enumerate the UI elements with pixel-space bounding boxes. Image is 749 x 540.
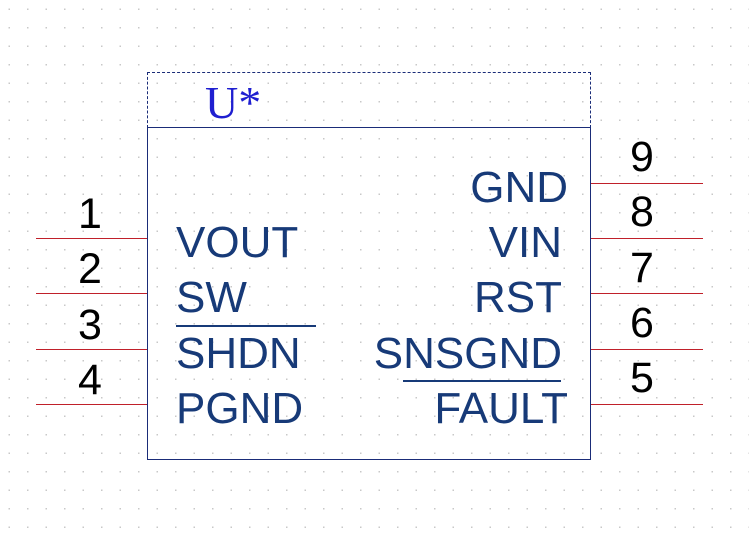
pin-8-label: VIN xyxy=(488,218,562,267)
pin-8-line xyxy=(591,238,703,239)
pin-9-number: 9 xyxy=(630,133,654,181)
pin-8-number: 8 xyxy=(630,188,654,236)
pin-3-overbar xyxy=(176,325,316,327)
pin-2-label: SW xyxy=(176,273,247,322)
pin-2-number: 2 xyxy=(78,245,102,293)
pin-4-number: 4 xyxy=(78,356,102,404)
pin-5-overbar xyxy=(403,380,561,382)
pin-5-line xyxy=(591,404,703,405)
reference-box xyxy=(147,72,591,128)
pin-1-line xyxy=(36,238,147,239)
pin-3-line xyxy=(36,349,147,350)
pin-6-line xyxy=(591,349,703,350)
pin-7-number: 7 xyxy=(630,244,654,292)
reference-designator: U* xyxy=(205,77,262,128)
pin-3-label: SHDN xyxy=(176,329,301,378)
pin-9-label: GND xyxy=(470,163,568,212)
pin-4-label: PGND xyxy=(176,384,304,433)
pin-3-number: 3 xyxy=(78,301,102,349)
pin-7-label: RST xyxy=(474,273,562,322)
pin-9-line xyxy=(591,183,703,184)
pin-7-line xyxy=(591,293,703,294)
pin-5-label: FAULT xyxy=(434,384,568,433)
pin-4-line xyxy=(36,404,147,405)
pin-6-label: SNSGND xyxy=(373,329,562,378)
pin-6-number: 6 xyxy=(630,299,654,347)
pin-2-line xyxy=(36,293,147,294)
component-body xyxy=(147,127,591,460)
pin-1-label: VOUT xyxy=(176,218,299,267)
pin-5-number: 5 xyxy=(630,354,654,402)
pin-1-number: 1 xyxy=(78,190,102,238)
